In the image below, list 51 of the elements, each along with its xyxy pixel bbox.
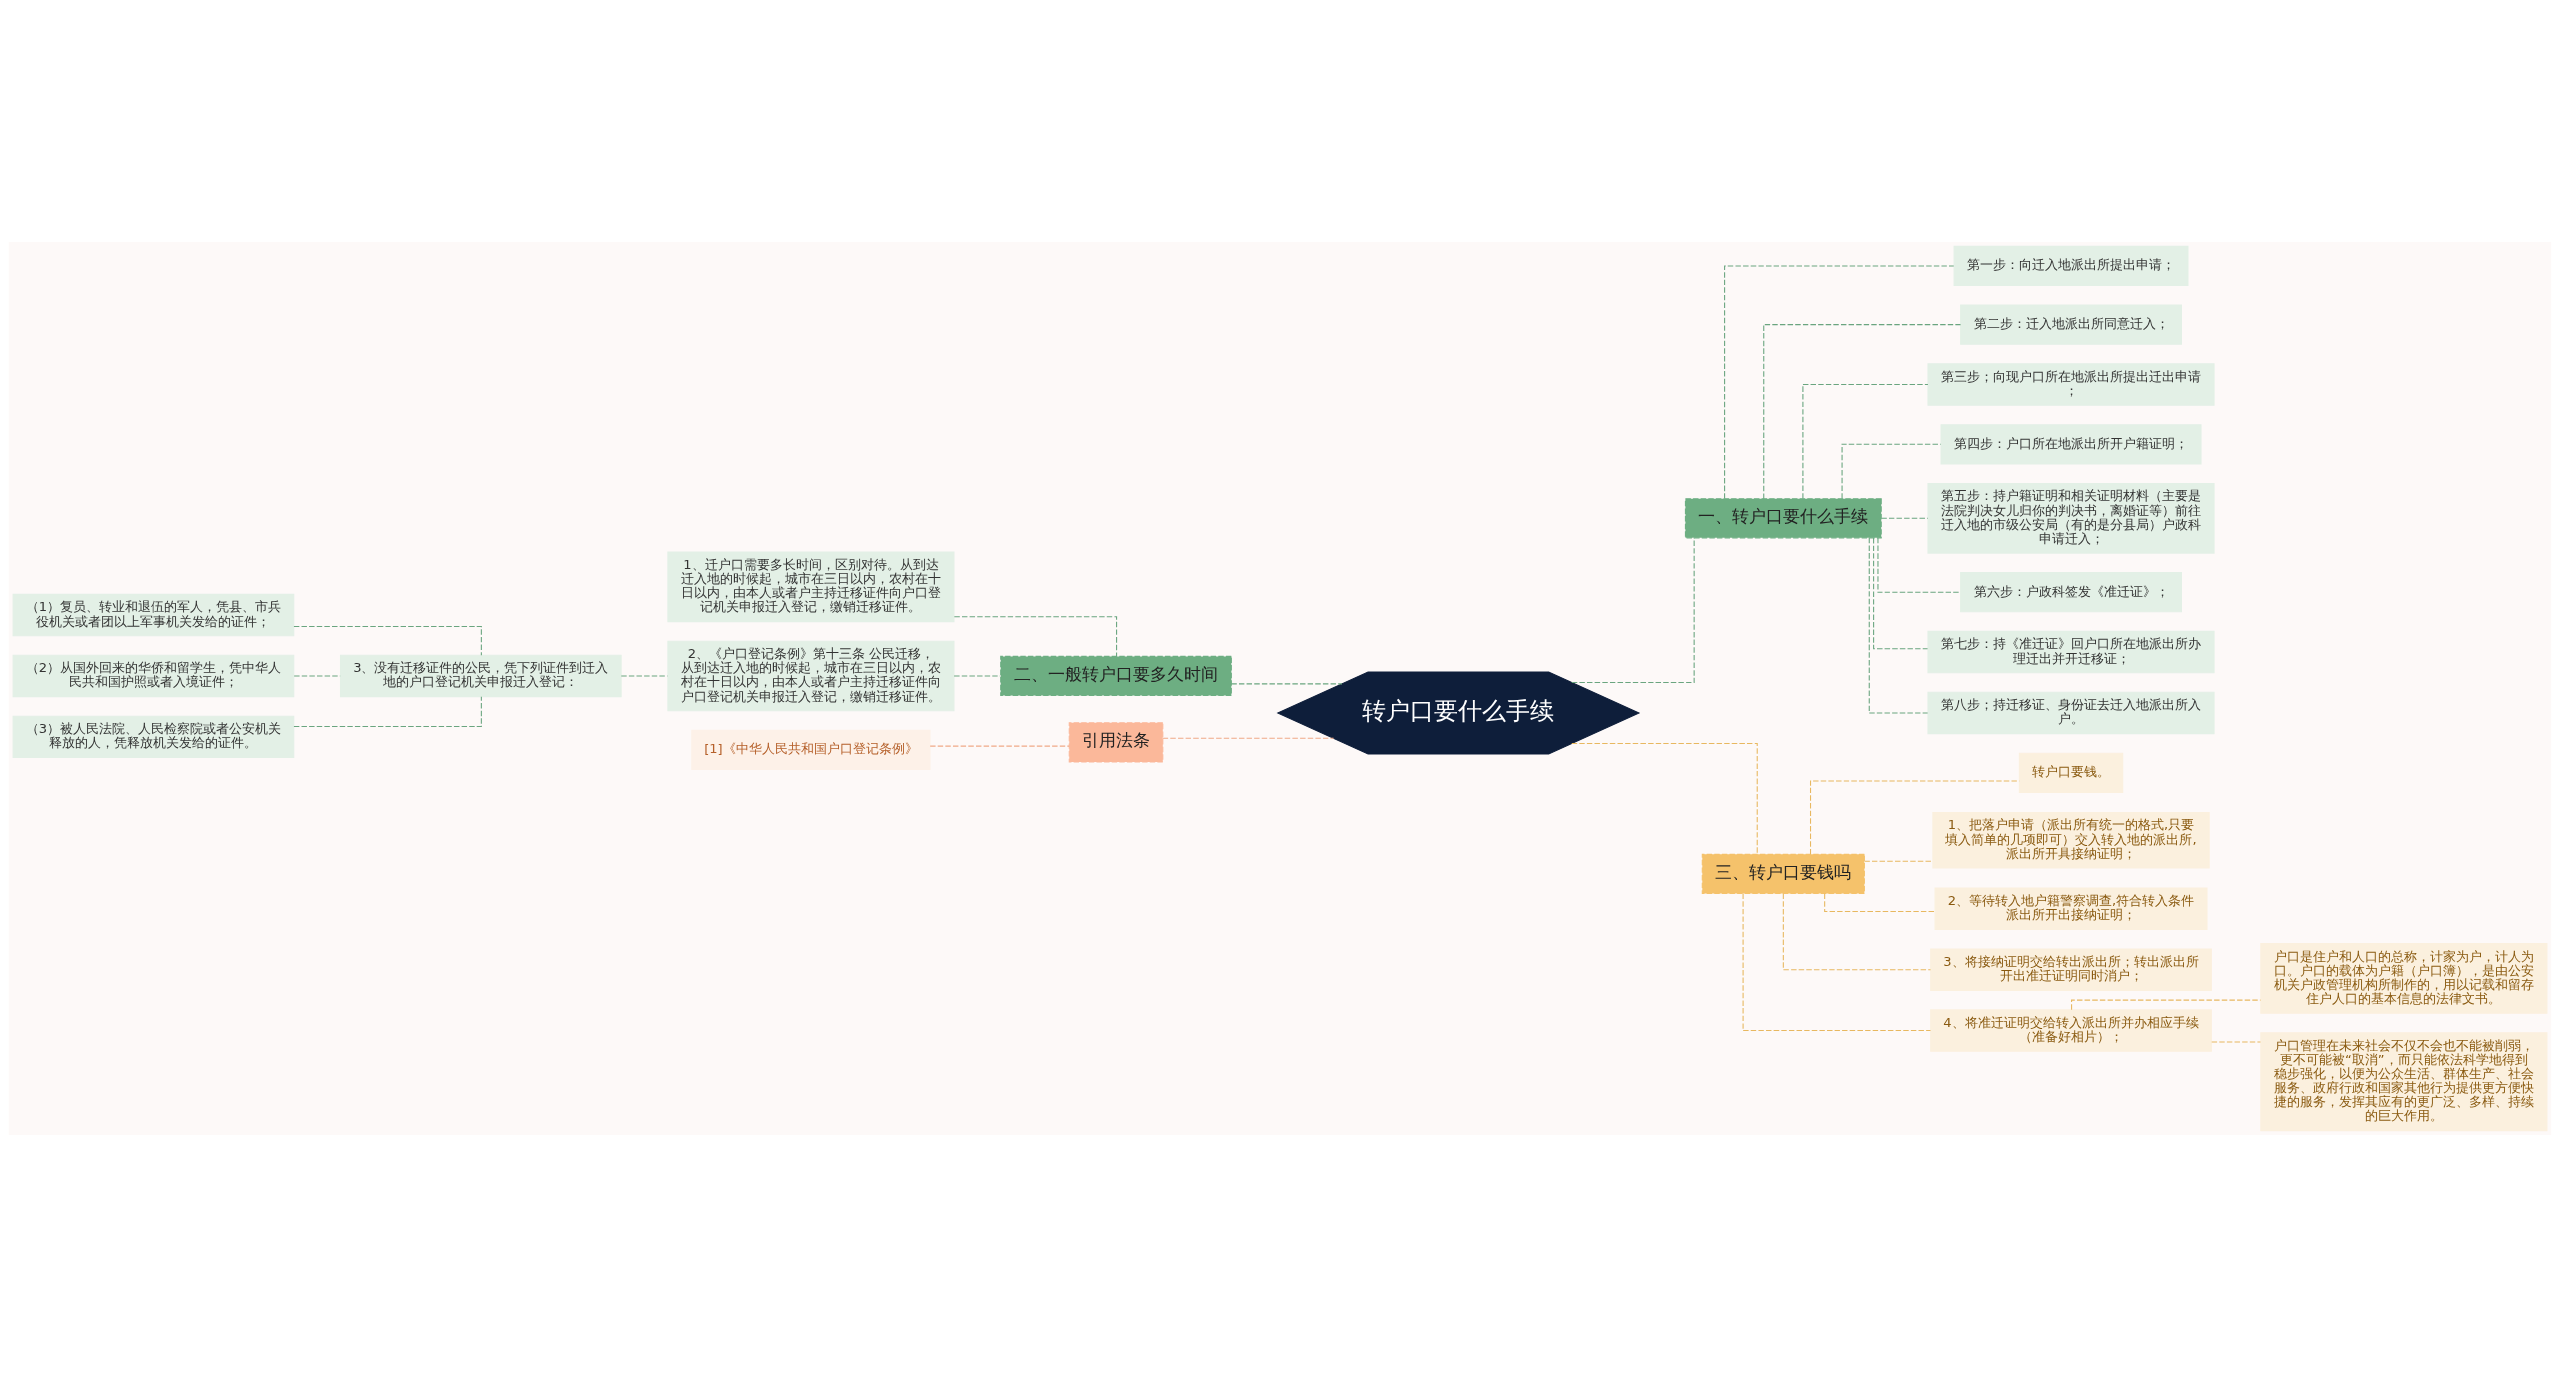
- node-box: 第三步；向现户口所在地派出所提出迁出申请；: [1927, 363, 2215, 406]
- node-box: 三、转户口要钱吗: [1701, 853, 1865, 895]
- connector: [1873, 537, 1929, 650]
- connector: [293, 675, 341, 677]
- connector: [1841, 443, 1942, 499]
- connector: [1824, 893, 1936, 913]
- connector: [1571, 537, 1695, 684]
- node-box: [1]《中华人民共和国户口登记条例》: [691, 729, 931, 771]
- node-box: 1、把落户申请（派出所有统一的格式,只要填入简单的几项即可）交入转入地的派出所,派出所开具接纳证明；: [1932, 811, 2210, 869]
- connector: [293, 696, 482, 728]
- node-box: （1）复员、转业和退伍的军人，凭县、市兵役机关或者团以上军事机关发给的证件；: [12, 593, 295, 637]
- node-box: 一、转户口要什么手续: [1684, 498, 1882, 539]
- connector: [1868, 537, 1929, 714]
- node-box: 第八步；持迁移证、身份证去迁入地派出所入户。: [1927, 691, 2215, 735]
- node-box: 第四步：户口所在地派出所开户籍证明；: [1940, 424, 2202, 465]
- node-box: 2、等待转入地户籍警察调查,符合转入条件派出所开出接纳证明；: [1934, 887, 2208, 930]
- node-box: 1、迁户口需要多长时间，区别对待。从到达迁入地的时候起，城市在三日以内，农村在十日以内，由本人或者户主持迁移证件向户口登记机关申报迁入登记，缴销迁移证件。: [667, 551, 955, 623]
- node-box: 3、将接纳证明交给转出派出所；转出派出所开出准迁证明同时消户；: [1930, 948, 2212, 991]
- node-box: 第六步：户政科签发《准迁证》；: [1960, 572, 2182, 613]
- node-box: 2、《户口登记条例》第十三条 公民迁移，从到达迁入地的时候起，城市在三日以内，农村在十日以内，由本人或者户主持迁移证件向户口登记机关申报迁入登记，缴销迁移证件。: [667, 640, 955, 712]
- node-box: 第五步：持户籍证明和相关证明材料（主要是法院判决女儿归你的判决书，离婚证等）前往迁入地的市级公安局（有的是分县局）户政科申请迁入；: [1927, 482, 2215, 554]
- node-box: 户口是住户和人口的总称，计家为户，计人为口。户口的载体为户籍（户口簿），是由公安机关户政管理机构所制作的，用以记载和留存住户人口的基本信息的法律文书。: [2260, 943, 2548, 1014]
- connector: [1571, 742, 1758, 855]
- node-box: （2）从国外回来的华侨和留学生，凭中华人民共和国护照或者入境证件；: [12, 654, 295, 698]
- node-box: 第二步：迁入地派出所同意迁入；: [1960, 304, 2182, 345]
- connector: [1877, 537, 1961, 593]
- node-box: 引用法条: [1068, 722, 1164, 763]
- connector: [293, 625, 482, 656]
- node-box: 第一步：向迁入地派出所提出申请；: [1953, 245, 2189, 287]
- connector: [953, 616, 1118, 657]
- connector: [1864, 860, 1934, 862]
- connector: [1724, 265, 1955, 500]
- connector: [1809, 780, 2020, 855]
- connector: [1162, 737, 1335, 739]
- node-box: 转户口要钱。: [2018, 752, 2124, 793]
- connector: [620, 675, 668, 677]
- node-box: 3、没有迁移证件的公民，凭下列证件到迁入地的户口登记机关申报迁入登记：: [339, 654, 622, 698]
- connector: [1763, 324, 1962, 500]
- connector: [1802, 383, 1929, 500]
- connector: [1881, 517, 1929, 519]
- connector: [929, 745, 1070, 747]
- connector: [1782, 893, 1932, 971]
- node-box: 4、将准迁证明交给转入派出所并办相应手续（准备好相片）；: [1930, 1009, 2212, 1052]
- node-box: （3）被人民法院、人民检察院或者公安机关释放的人，凭释放机关发给的证件。: [12, 715, 295, 759]
- connector: [2211, 1041, 2262, 1043]
- connector: [1230, 683, 1343, 685]
- node-box: 户口管理在未来社会不仅不会也不能被削弱，更不可能被“取消”，而只能依法科学地得到稳步强化，以便为公众生活、群体生产、社会服务、政府行政和国家其他行为提供更方便快捷的服务，发挥其应有的更广泛、多样、持续的巨大作用。: [2260, 1032, 2548, 1132]
- connector: [953, 675, 1001, 677]
- node-box: 第七步：持《准迁证》回户口所在地派出所办理迁出并开迁移证；: [1927, 630, 2215, 674]
- connector: [1742, 893, 1932, 1032]
- node-box: 二、一般转户口要多久时间: [1000, 655, 1232, 697]
